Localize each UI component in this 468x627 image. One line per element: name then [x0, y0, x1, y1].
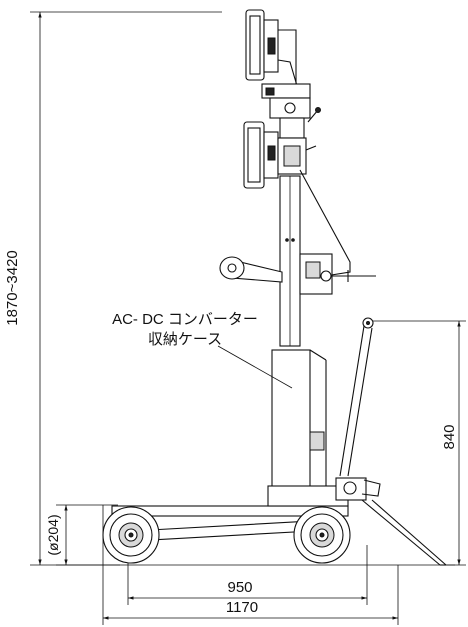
converter-case-annotation: AC- DC コンバーター 収納ケース	[112, 311, 258, 348]
overall-length-label: 1170	[226, 599, 258, 616]
push-handle	[339, 317, 374, 477]
machine-drawing	[102, 9, 447, 566]
converter-case	[271, 349, 311, 491]
front-wheel	[102, 506, 160, 564]
chassis	[111, 477, 447, 566]
mast	[279, 175, 301, 347]
handle-height-label: 840	[441, 424, 458, 449]
control-box	[299, 253, 376, 295]
rear-wheel	[293, 506, 351, 564]
annotation-line-2: 収納ケース	[148, 331, 222, 348]
dimension-handle-height: 840	[372, 320, 466, 566]
dimension-wheelbase: 950	[127, 545, 368, 605]
dimension-overall-height: 1870~3420	[4, 11, 222, 565]
upper-suction-pad	[245, 9, 301, 101]
side-lever	[219, 256, 283, 283]
height-range-label: 1870~3420	[4, 250, 21, 326]
annotation-line-1: AC- DC コンバーター	[112, 311, 258, 328]
annotation-leader	[217, 345, 293, 389]
dimension-overall-length: 1170	[102, 505, 399, 625]
wheel-diameter-label: (ø204)	[45, 514, 61, 555]
wheelbase-label: 950	[227, 579, 252, 596]
tilt-joint	[261, 83, 321, 139]
lower-suction-pad	[243, 121, 317, 189]
